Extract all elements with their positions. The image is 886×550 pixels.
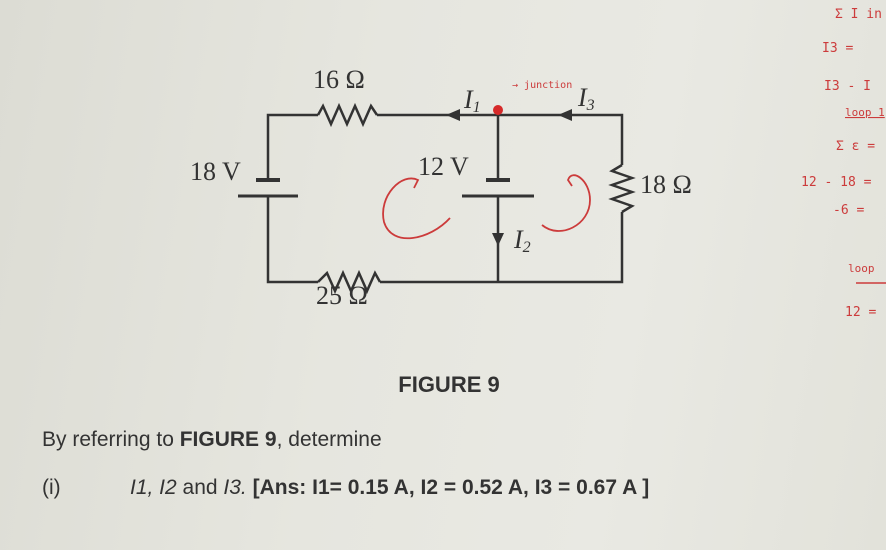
arrow-i1-icon: [446, 109, 460, 121]
note-line: Σ I in =: [835, 7, 886, 22]
junction-note: → junction: [512, 80, 572, 91]
label-18v: 18 V: [190, 157, 241, 186]
answer: [Ans: I1= 0.15 A, I2 = 0.52 A, I3 = 0.67…: [252, 476, 650, 499]
battery-12v: [462, 178, 534, 198]
note-line: Σ ε =: [836, 139, 875, 154]
note-line: I3 - I: [824, 79, 871, 94]
loop-2-arrow-icon: [541, 174, 591, 232]
part-question: I1, I2 and I3. [Ans: I1= 0.15 A, I2 = 0.…: [130, 476, 650, 499]
current-arrows: [446, 109, 572, 246]
note-line: 12 - 18 =: [801, 175, 872, 190]
resistor-25-ohm: [317, 269, 382, 295]
arrow-i2-icon: [492, 233, 504, 246]
loop-arrows: [382, 174, 591, 240]
label-25-ohm: 25 Ω: [316, 281, 368, 310]
note-line: -6 =: [833, 203, 864, 218]
resistor-16-ohm: [316, 102, 379, 128]
arrow-i3-icon: [558, 109, 572, 121]
wires: [266, 102, 636, 295]
note-line: 12 =: [845, 305, 876, 320]
label-18-ohm: 18 Ω: [640, 170, 692, 199]
note-line: loop: [848, 262, 875, 275]
label-i2: I2: [513, 225, 531, 256]
junction-dot: [493, 105, 503, 115]
label-16-ohm: 16 Ω: [313, 65, 365, 94]
loop-1-arrow-icon: [382, 177, 451, 240]
battery-18v: [238, 178, 298, 198]
label-i1: I1: [463, 85, 481, 116]
resistor-18-ohm: [608, 163, 636, 214]
note-line: loop 1: [845, 106, 885, 119]
margin-notes: Σ I in = I3 = I3 - I loop 1 Σ ε = 12 - 1…: [801, 7, 886, 320]
part-label: (i): [42, 476, 61, 499]
label-12v: 12 V: [418, 152, 469, 181]
label-i3: I3: [577, 83, 595, 114]
note-line: I3 =: [822, 41, 853, 56]
question-intro: By referring to FIGURE 9, determine: [42, 428, 382, 451]
figure-caption: FIGURE 9: [398, 372, 500, 397]
